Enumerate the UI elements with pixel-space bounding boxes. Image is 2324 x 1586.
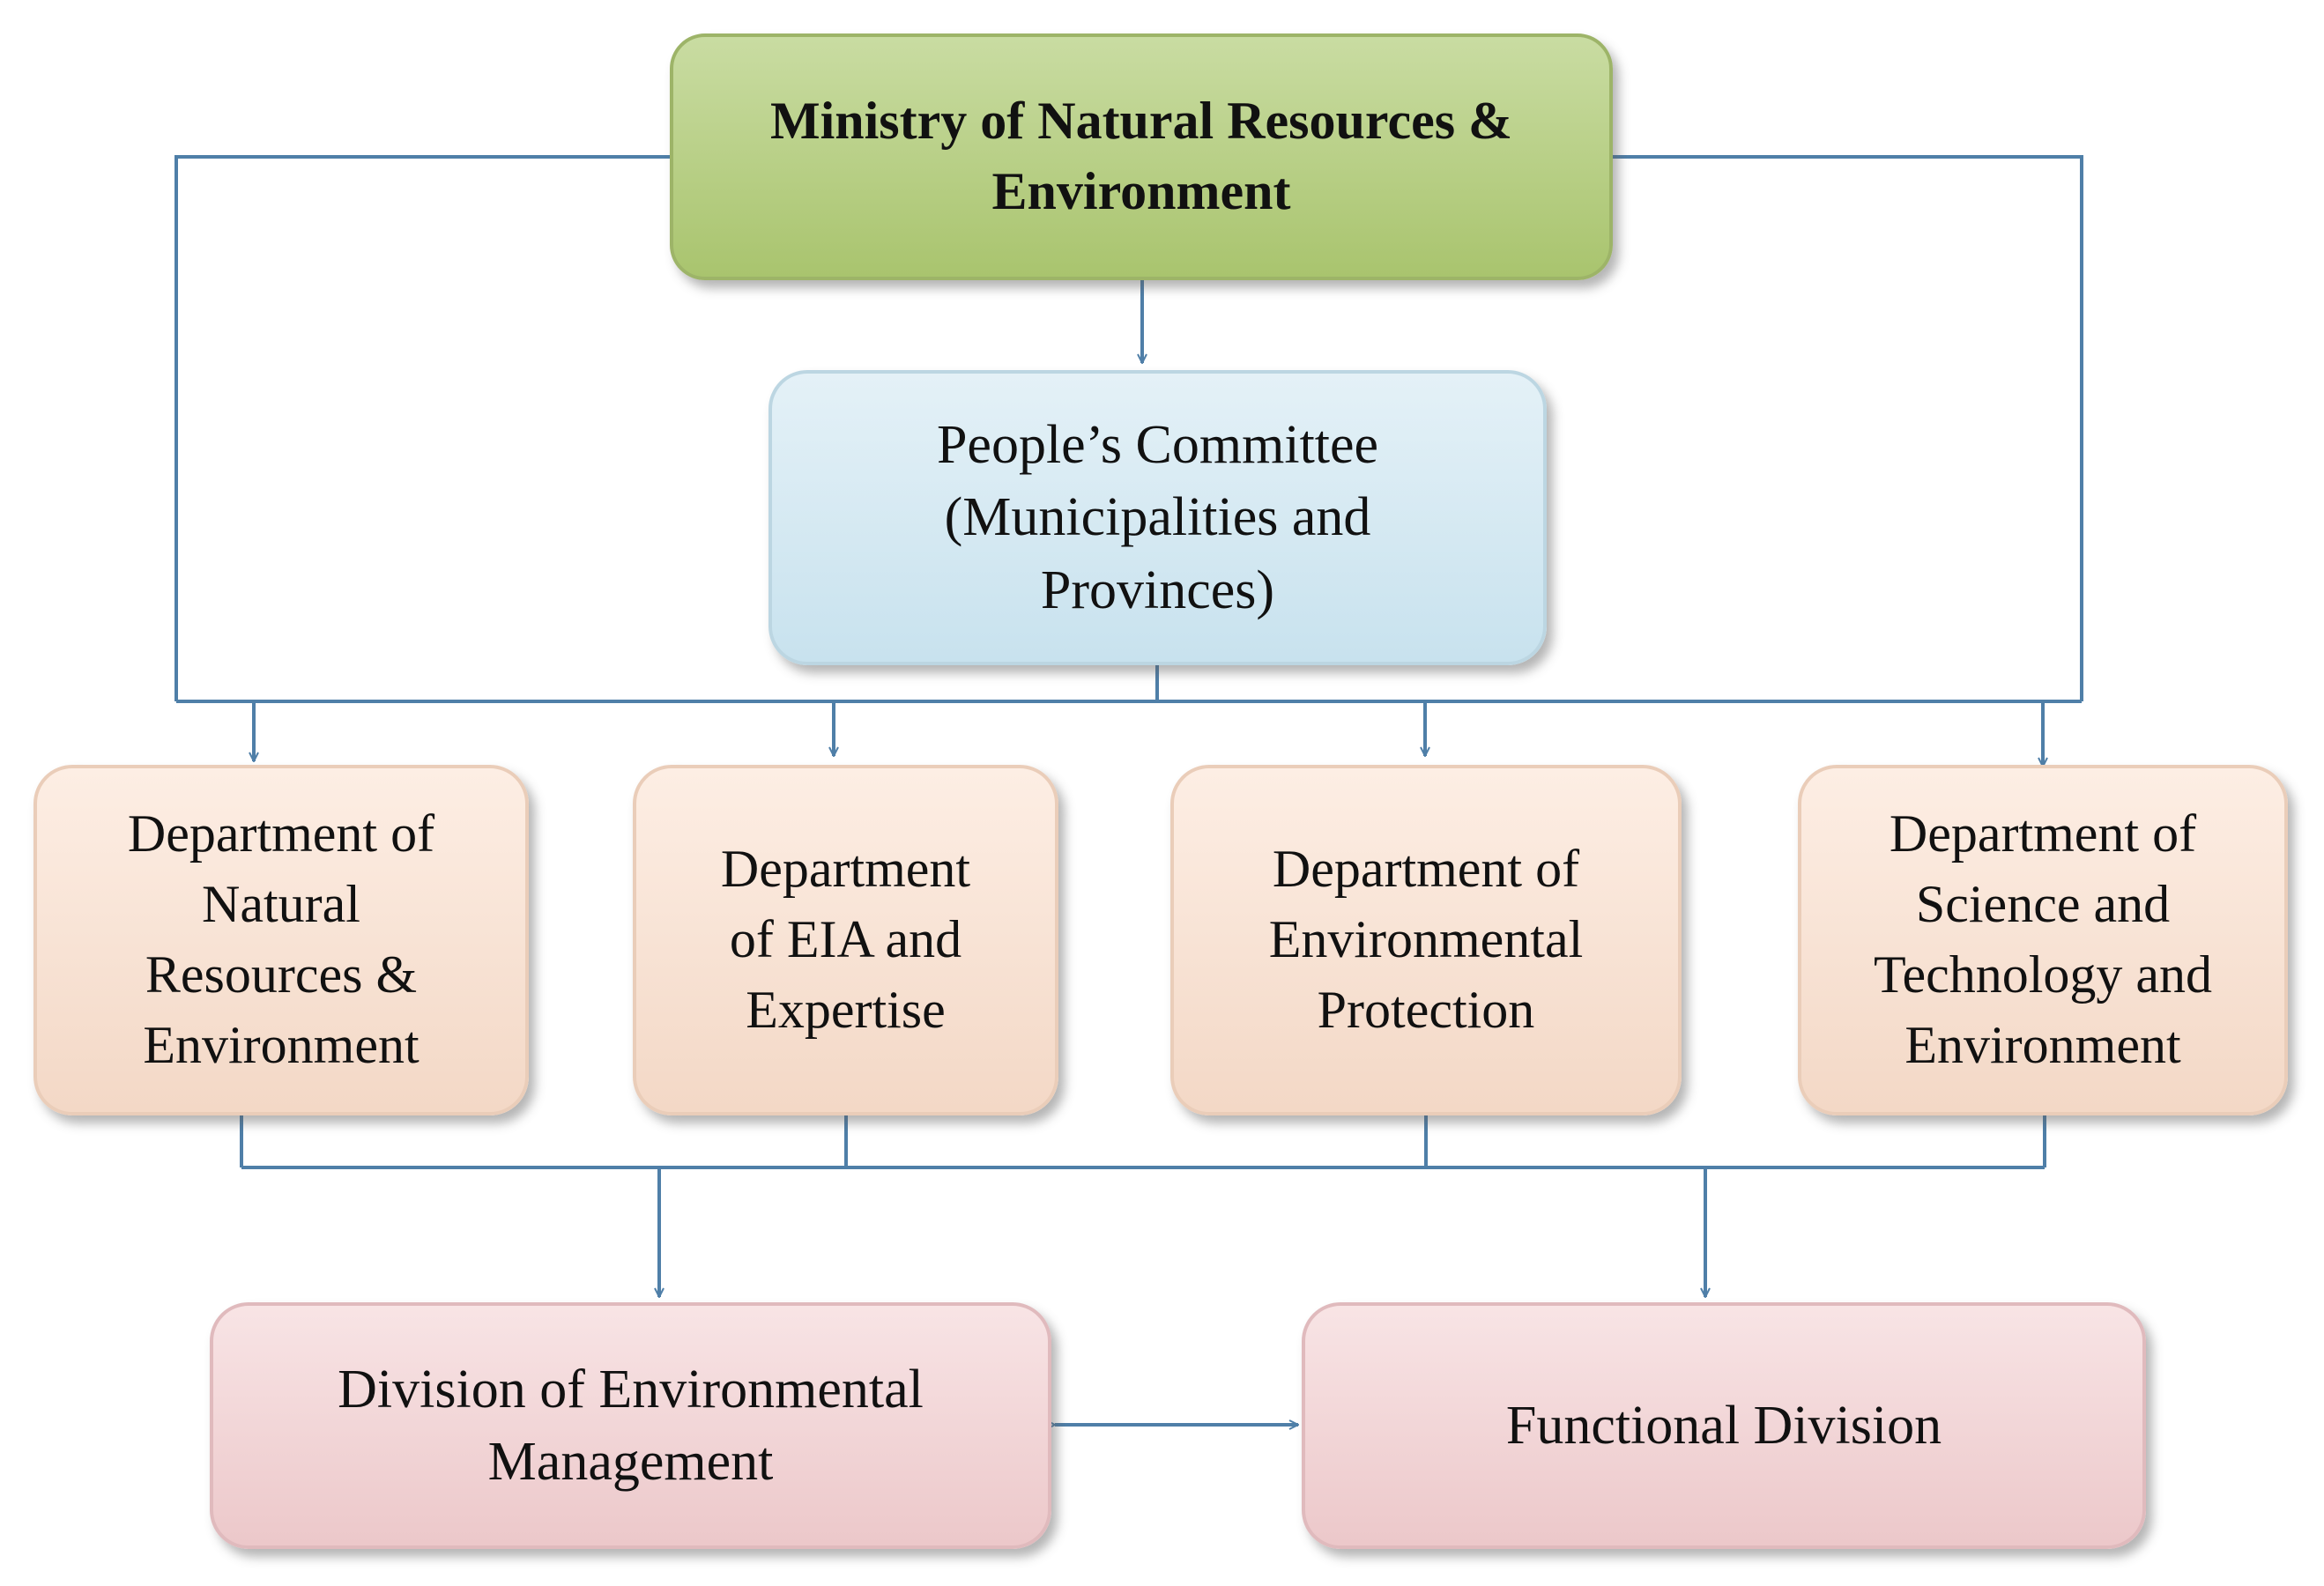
- node-peoples-committee-label: People’s Committee (Municipalities and P…: [936, 414, 1379, 620]
- edge-ministry-left-bracket: [174, 155, 670, 701]
- node-dept-eia-label: Department of EIA and Expertise: [720, 840, 971, 1039]
- node-dept-env-protection-label: Department of Environmental Protection: [1268, 840, 1584, 1039]
- node-div-env-management: Division of Environmental Management: [210, 1302, 1051, 1549]
- node-functional-division-label: Functional Division: [1505, 1395, 1942, 1456]
- node-peoples-committee: People’s Committee (Municipalities and P…: [768, 370, 1547, 665]
- node-dept-natural-resources-label: Department of Natural Resources & Enviro…: [127, 804, 435, 1074]
- node-dept-eia: Department of EIA and Expertise: [633, 765, 1058, 1115]
- edge-ministry-right-bracket: [1613, 155, 2083, 701]
- node-div-env-management-label: Division of Environmental Management: [338, 1359, 924, 1492]
- node-dept-env-protection: Department of Environmental Protection: [1170, 765, 1682, 1115]
- node-ministry: Ministry of Natural Resources & Environm…: [670, 33, 1613, 280]
- node-dept-science-tech-label: Department of Science and Technology and…: [1873, 804, 2213, 1074]
- node-dept-science-tech: Department of Science and Technology and…: [1798, 765, 2288, 1115]
- node-ministry-label: Ministry of Natural Resources & Environm…: [769, 92, 1513, 220]
- node-functional-division: Functional Division: [1302, 1302, 2146, 1549]
- node-dept-natural-resources: Department of Natural Resources & Enviro…: [33, 765, 529, 1115]
